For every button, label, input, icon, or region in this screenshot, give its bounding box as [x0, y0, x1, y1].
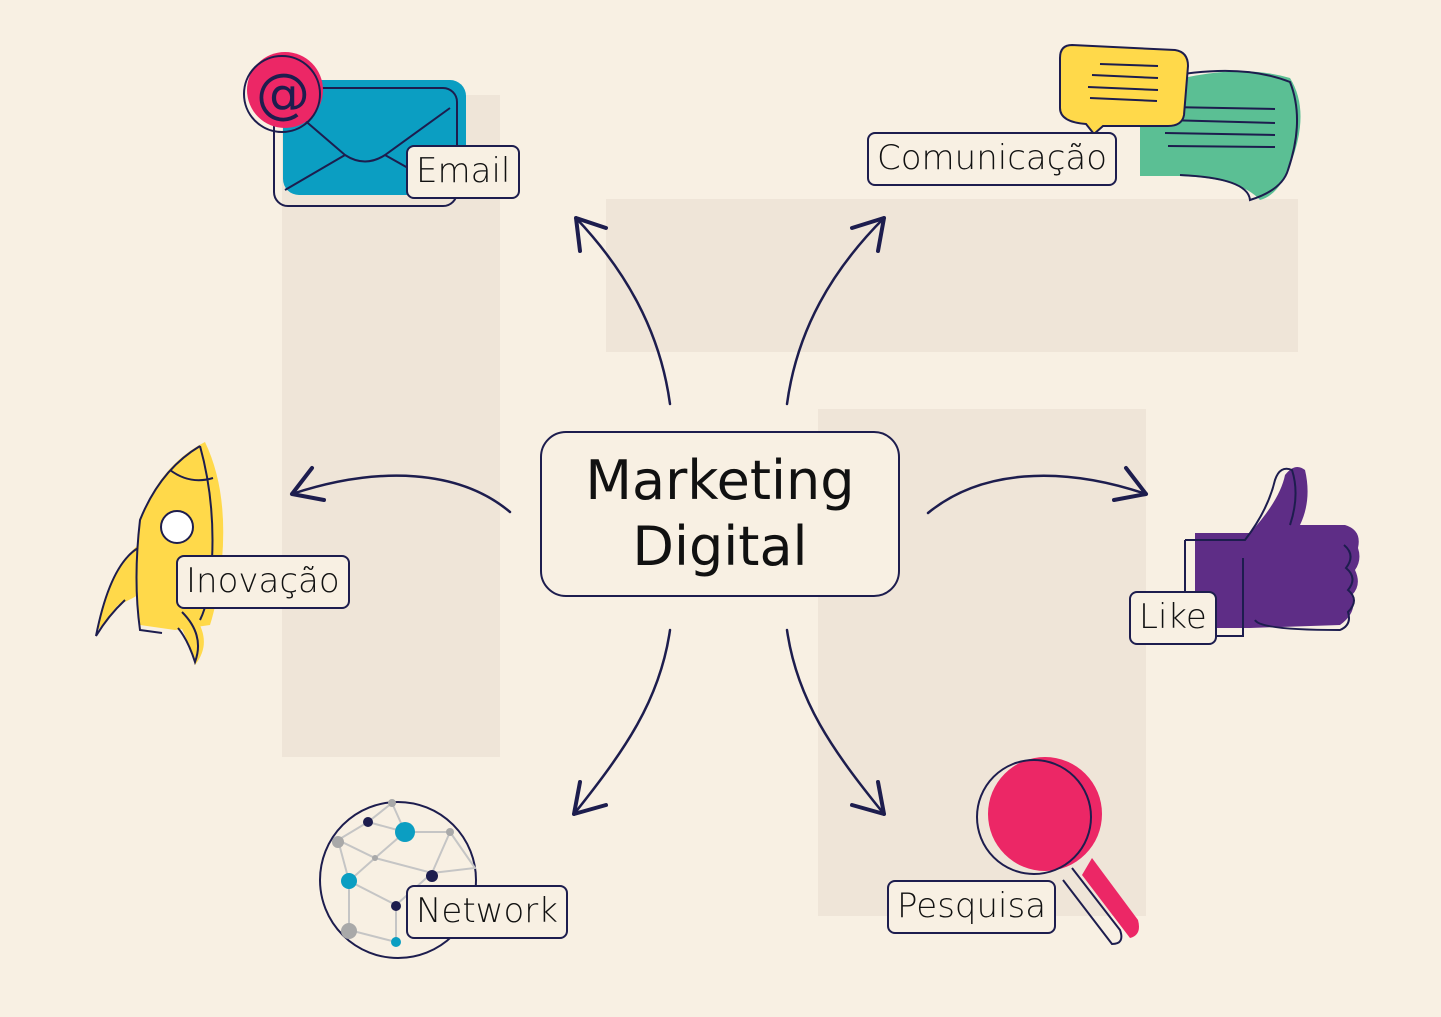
- arrow-to-network: [572, 628, 672, 816]
- label-inovacao: Inovação: [176, 555, 350, 609]
- label-comunicacao: Comunicação: [867, 132, 1118, 186]
- central-topic-line-1: Marketing: [585, 449, 855, 512]
- central-topic: Marketing Digital: [540, 431, 900, 597]
- background-panel-top: [606, 199, 1298, 352]
- arrow-to-inovacao: [290, 466, 512, 514]
- label-email: Email: [406, 145, 521, 199]
- svg-text:@: @: [256, 62, 310, 125]
- arrow-to-comunicacao: [785, 216, 886, 406]
- arrow-to-pesquisa: [785, 628, 886, 816]
- speech-bubbles-icon: [1059, 43, 1301, 202]
- thumbs-up-icon: [1184, 466, 1360, 637]
- network-globe-icon: [319, 799, 477, 959]
- label-like: Like: [1129, 591, 1217, 645]
- rocket-icon: [95, 442, 224, 666]
- central-topic-line-2: Digital: [632, 515, 808, 578]
- arrow-to-like: [926, 466, 1148, 515]
- label-pesquisa: Pesquisa: [887, 880, 1057, 934]
- arrow-to-email: [574, 216, 672, 406]
- magnifying-glass-icon: [976, 757, 1139, 946]
- at-sign-icon: @: [243, 52, 323, 133]
- label-network: Network: [406, 885, 568, 939]
